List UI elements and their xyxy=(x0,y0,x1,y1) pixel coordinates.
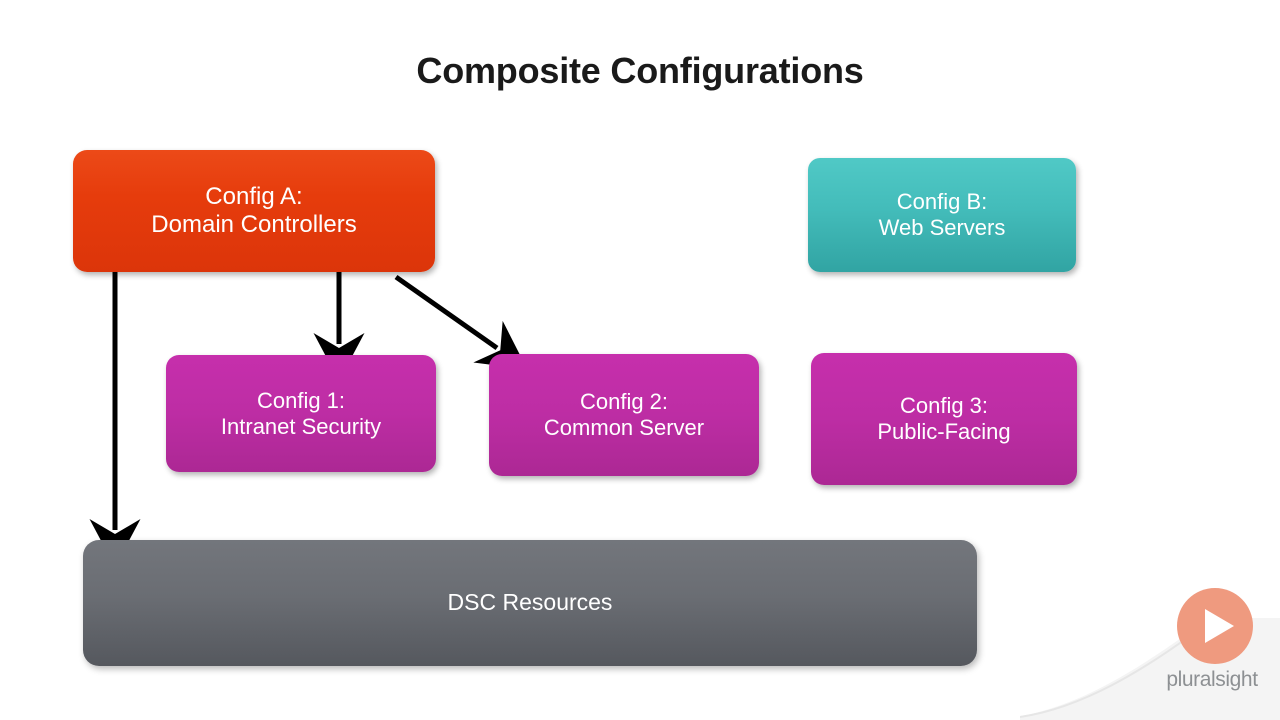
node-dsc-resources[interactable]: DSC Resources xyxy=(83,540,977,666)
node-config-3-line1: Config 3: xyxy=(899,393,989,419)
node-config-b[interactable]: Config B: Web Servers xyxy=(808,158,1076,272)
node-config-a-line2: Domain Controllers xyxy=(151,211,357,238)
node-config-2-line2: Common Server xyxy=(543,415,705,440)
page-title: Composite Configurations xyxy=(416,50,864,91)
node-config-2[interactable]: Config 2: Common Server xyxy=(489,354,759,476)
node-config-1-line2: Intranet Security xyxy=(220,413,382,439)
node-config-a[interactable]: Config A: Domain Controllers xyxy=(73,150,435,272)
node-config-1-line1: Config 1: xyxy=(256,387,346,413)
arrow-config-a-to-config-2 xyxy=(394,274,528,370)
node-config-a-line1: Config A: xyxy=(205,182,303,210)
pluralsight-wordmark: pluralsight xyxy=(1166,668,1258,691)
node-config-2-line1: Config 2: xyxy=(579,389,669,415)
node-config-b-line1: Config B: xyxy=(896,189,988,215)
node-config-b-line2: Web Servers xyxy=(878,215,1006,240)
node-config-3-line2: Public-Facing xyxy=(877,419,1011,444)
node-dsc-resources-label: DSC Resources xyxy=(447,589,613,616)
play-triangle-icon xyxy=(1205,609,1234,643)
node-config-1[interactable]: Config 1: Intranet Security xyxy=(166,355,436,472)
pluralsight-logo: pluralsight xyxy=(1150,588,1274,710)
node-config-3[interactable]: Config 3: Public-Facing xyxy=(811,353,1077,485)
play-circle-icon xyxy=(1177,588,1253,664)
